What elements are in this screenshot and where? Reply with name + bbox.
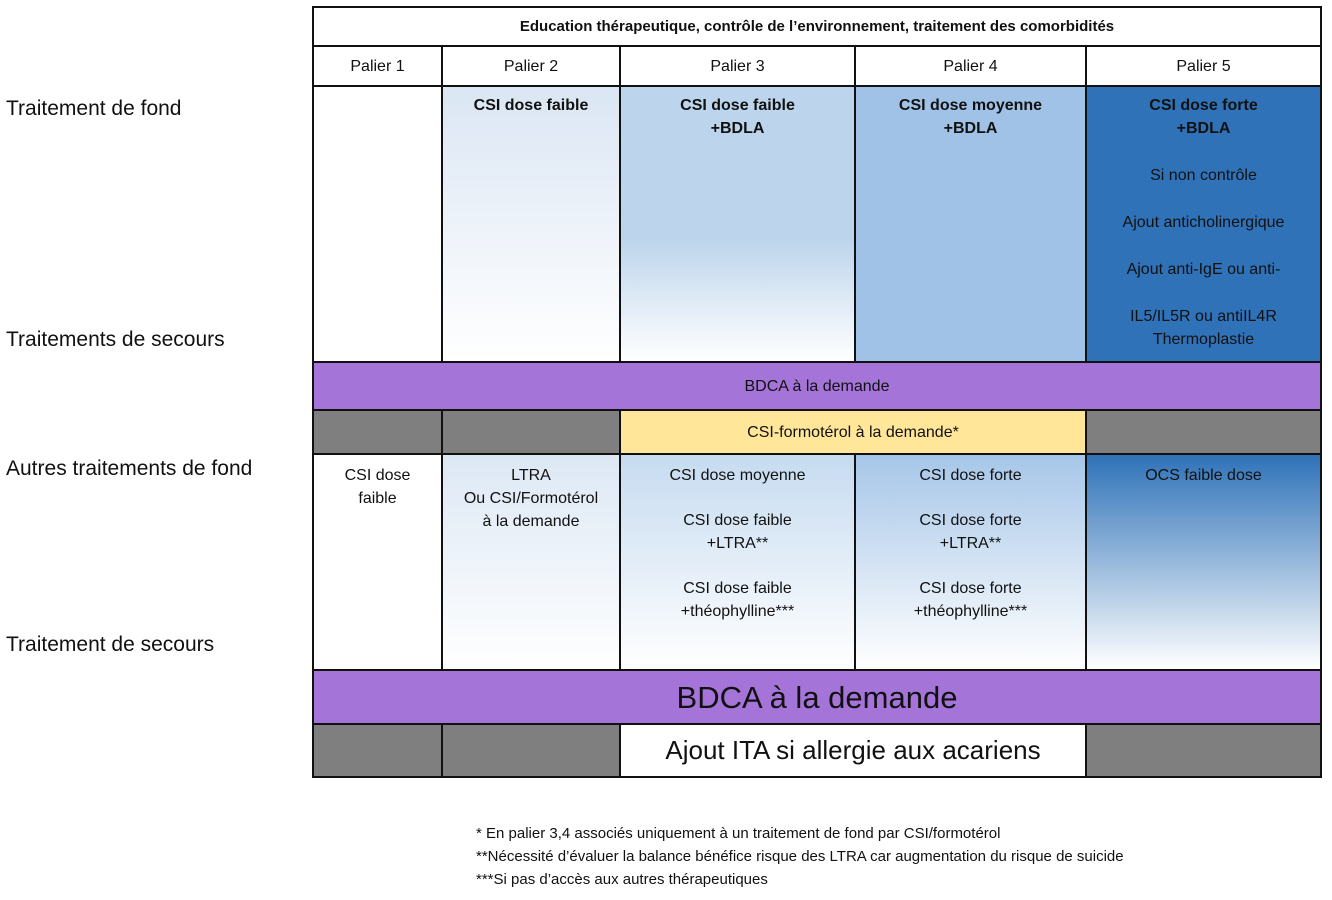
autres-palier-1: CSI dose faible <box>312 453 443 671</box>
autres-p3-line-2: CSI dose faible <box>683 512 792 529</box>
palier-1-header: Palier 1 <box>312 45 443 87</box>
label-traitement-de-secours: Traitement de secours <box>6 633 215 656</box>
autres-p1-line-2: faible <box>358 490 397 507</box>
autres-p4-line-3: +LTRA** <box>939 535 1002 552</box>
ita-cell: Ajout ITA si allergie aux acariens <box>619 723 1087 778</box>
footnote-2: **Nécessité d’évaluer la balance bénéfic… <box>476 848 1124 865</box>
fond-p2-title: CSI dose faible <box>473 97 589 114</box>
autres-p2-line-1: LTRA <box>511 467 551 484</box>
fond-p5-line-4: IL5/IL5R ou antiIL4R <box>1130 308 1277 325</box>
formoterol-row-p2-empty <box>441 409 621 455</box>
footnote-1: * En palier 3,4 associés uniquement à un… <box>476 825 1001 842</box>
fond-p5-line-3: Ajout anti-IgE ou anti- <box>1126 261 1281 278</box>
autres-p4-line-2: CSI dose forte <box>919 512 1022 529</box>
fond-p5-line-1: Si non contrôle <box>1150 167 1257 184</box>
palier-2-header: Palier 2 <box>441 45 621 87</box>
autres-p4-line-4: CSI dose forte <box>919 580 1022 597</box>
autres-palier-2: LTRA Ou CSI/Formotérol à la demande <box>441 453 621 671</box>
ita-row-p2-empty <box>441 723 621 778</box>
fond-p4-sub: +BDLA <box>943 120 998 137</box>
autres-p2-line-2: Ou CSI/Formotérol <box>463 490 599 507</box>
formoterol-row-p5-empty <box>1085 409 1322 455</box>
fond-palier-5: CSI dose forte +BDLA Si non contrôle Ajo… <box>1085 85 1322 363</box>
label-traitement-de-fond: Traitement de fond <box>6 97 182 120</box>
autres-palier-5: OCS faible dose <box>1085 453 1322 671</box>
ita-row-p5-empty <box>1085 723 1322 778</box>
fond-p3-title: CSI dose faible <box>680 97 795 114</box>
label-autres-traitements-de-fond: Autres traitements de fond <box>6 457 253 480</box>
palier-3-header: Palier 3 <box>619 45 856 87</box>
fond-p5-line-2: Ajout anticholinergique <box>1122 214 1285 231</box>
autres-p3-line-1: CSI dose moyenne <box>669 467 806 484</box>
csi-formoterol-cell: CSI-formotérol à la demande* <box>619 409 1087 455</box>
palier-4-header: Palier 4 <box>854 45 1087 87</box>
fond-p4-title: CSI dose moyenne <box>898 97 1043 114</box>
autres-p4-line-5: +théophylline*** <box>913 603 1028 620</box>
fond-p3-sub: +BDLA <box>710 120 765 137</box>
autres-p2-line-3: à la demande <box>482 513 580 530</box>
ita-row-p1-empty <box>312 723 443 778</box>
formoterol-row-p1-empty <box>312 409 443 455</box>
autres-p1-line-1: CSI dose <box>344 467 411 484</box>
fond-palier-4: CSI dose moyenne +BDLA <box>854 85 1087 363</box>
fond-palier-2: CSI dose faible <box>441 85 621 363</box>
palier-5-header: Palier 5 <box>1085 45 1322 87</box>
autres-p3-line-5: +théophylline*** <box>680 603 795 620</box>
label-traitements-de-secours: Traitements de secours <box>6 328 225 351</box>
fond-p5-sub: +BDLA <box>1176 120 1231 137</box>
autres-p3-line-3: +LTRA** <box>706 535 769 552</box>
autres-p3-line-4: CSI dose faible <box>683 580 792 597</box>
bdca-upper-bar: BDCA à la demande <box>312 361 1322 411</box>
autres-p4-line-1: CSI dose forte <box>919 467 1022 484</box>
autres-palier-3: CSI dose moyenne CSI dose faible +LTRA**… <box>619 453 856 671</box>
bdca-lower-bar: BDCA à la demande <box>312 669 1322 725</box>
table-header: Education thérapeutique, contrôle de l’e… <box>312 6 1322 47</box>
autres-palier-4: CSI dose forte CSI dose forte +LTRA** CS… <box>854 453 1087 671</box>
fond-p5-line-5: Thermoplastie <box>1152 331 1255 348</box>
treatment-table: Education thérapeutique, contrôle de l’e… <box>312 6 1322 778</box>
footnote-3: ***Si pas d’accès aux autres thérapeutiq… <box>476 871 768 888</box>
fond-palier-1 <box>312 85 443 363</box>
fond-palier-3: CSI dose faible +BDLA <box>619 85 856 363</box>
footnotes: * En palier 3,4 associés uniquement à un… <box>476 822 1124 891</box>
fond-p5-title: CSI dose forte <box>1149 97 1258 114</box>
autres-p5-line-1: OCS faible dose <box>1145 467 1262 484</box>
